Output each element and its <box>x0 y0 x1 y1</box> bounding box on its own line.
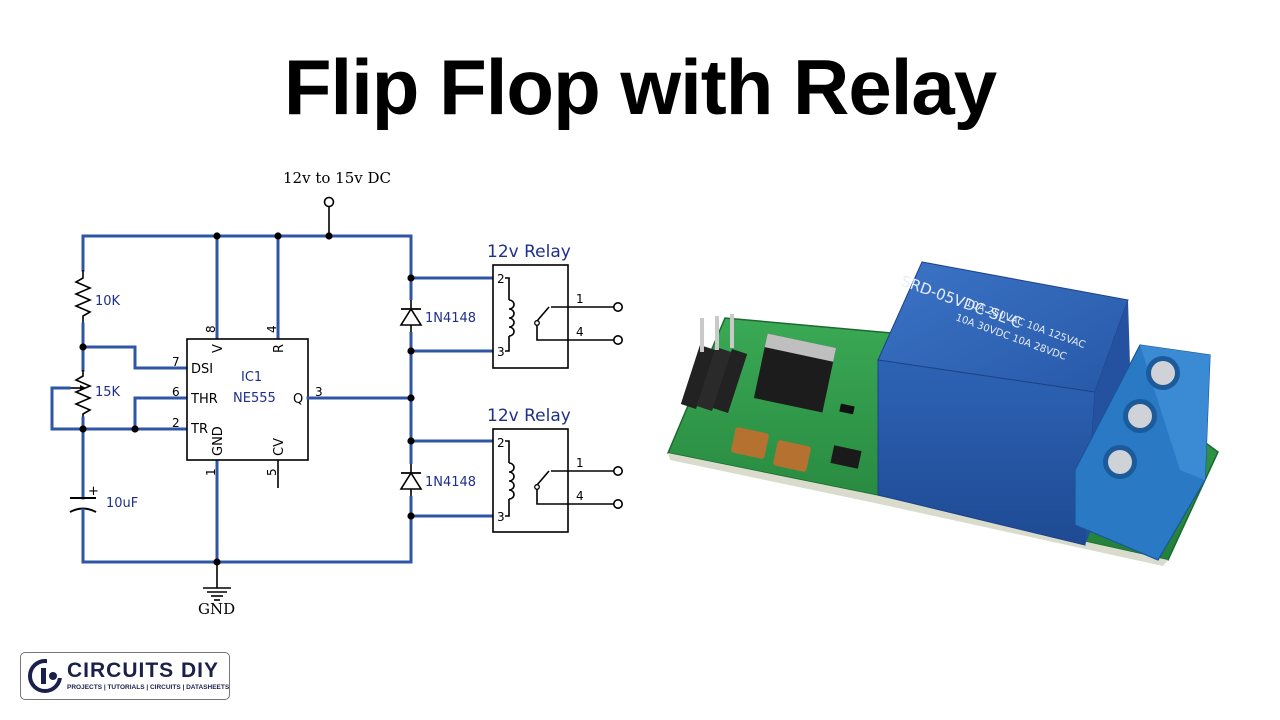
ic-pin-num-5: 5 <box>265 468 279 476</box>
logo-mark-icon <box>28 658 65 693</box>
ic-pin-num-1: 1 <box>204 468 218 476</box>
relay-bottom-box <box>492 428 569 533</box>
ic-pin-r: R <box>272 344 287 353</box>
relay-bottom-contact-4: 4 <box>576 489 584 503</box>
relay-body-front <box>877 359 1096 546</box>
ic-name: IC1 <box>241 370 262 385</box>
relay-bottom-contact-1: 1 <box>576 456 584 470</box>
ic-pin-dsi: DSI <box>191 362 213 377</box>
relay-bottom-coil <box>508 462 515 500</box>
ic-pin-num-7: 7 <box>172 355 180 369</box>
ic-pin-num-8: 8 <box>204 325 218 333</box>
capacitor-right <box>773 440 811 472</box>
relay-bottom-title: 12v Relay <box>487 406 571 426</box>
ic-pin-num-4: 4 <box>265 325 279 333</box>
circuits-diy-logo[interactable]: CIRCUITS DIY PROJECTS | TUTORIALS | CIRC… <box>20 652 230 700</box>
ic-part: NE555 <box>233 391 276 406</box>
relay-top-pin-2: 2 <box>497 272 505 286</box>
page-title: Flip Flop with Relay <box>283 43 997 131</box>
relay-top-title: 12v Relay <box>487 242 571 262</box>
relay-top-pin-3: 3 <box>497 345 505 359</box>
diode-top-label: 1N4148 <box>425 311 476 326</box>
potentiometer-15k-label: 15K <box>95 385 121 400</box>
ic-pin-gnd: GND <box>211 426 226 456</box>
header-pins <box>680 314 748 413</box>
small-transistor <box>830 445 862 469</box>
diode-top <box>399 307 423 326</box>
supply-label: 12v to 15v DC <box>283 169 391 187</box>
relay-top-contact-4: 4 <box>576 325 584 339</box>
relay-bottom-pin-3: 3 <box>497 510 505 524</box>
ic-pin-cv: CV <box>272 438 287 456</box>
relay-bottom-pin-2: 2 <box>497 436 505 450</box>
ic-pin-tr: TR <box>190 422 208 437</box>
ic-pin-thr: THR <box>190 392 218 407</box>
logo-brand-text: CIRCUITS DIY <box>67 659 220 682</box>
diode-bottom <box>399 471 423 490</box>
capacitor-10uf-label: 10uF <box>106 496 138 511</box>
ic-pin-num-3: 3 <box>315 385 323 399</box>
ic-555-body <box>186 338 309 461</box>
ic-pin-num-2: 2 <box>172 416 180 430</box>
diode-bottom-label: 1N4148 <box>425 475 476 490</box>
terminal-screws <box>1103 356 1180 479</box>
capacitor-polarity: + <box>88 484 99 499</box>
relay-top-contact-1: 1 <box>576 292 584 306</box>
ic-pin-v: V <box>211 344 226 353</box>
ic-pin-q: Q <box>293 392 303 407</box>
capacitor-left <box>731 427 769 459</box>
potentiometer-15k <box>73 370 93 418</box>
resistor-10k-label: 10K <box>95 294 121 309</box>
junction-dots <box>79 232 415 566</box>
logo-tagline: PROJECTS | TUTORIALS | CIRCUITS | DATASH… <box>67 684 230 691</box>
relay-top-box <box>492 264 569 369</box>
resistor-10k <box>73 270 93 324</box>
ic-pin-num-6: 6 <box>172 385 180 399</box>
supply-terminal <box>323 196 335 208</box>
relay-top-coil <box>508 299 515 337</box>
ground-label: GND <box>198 600 235 618</box>
